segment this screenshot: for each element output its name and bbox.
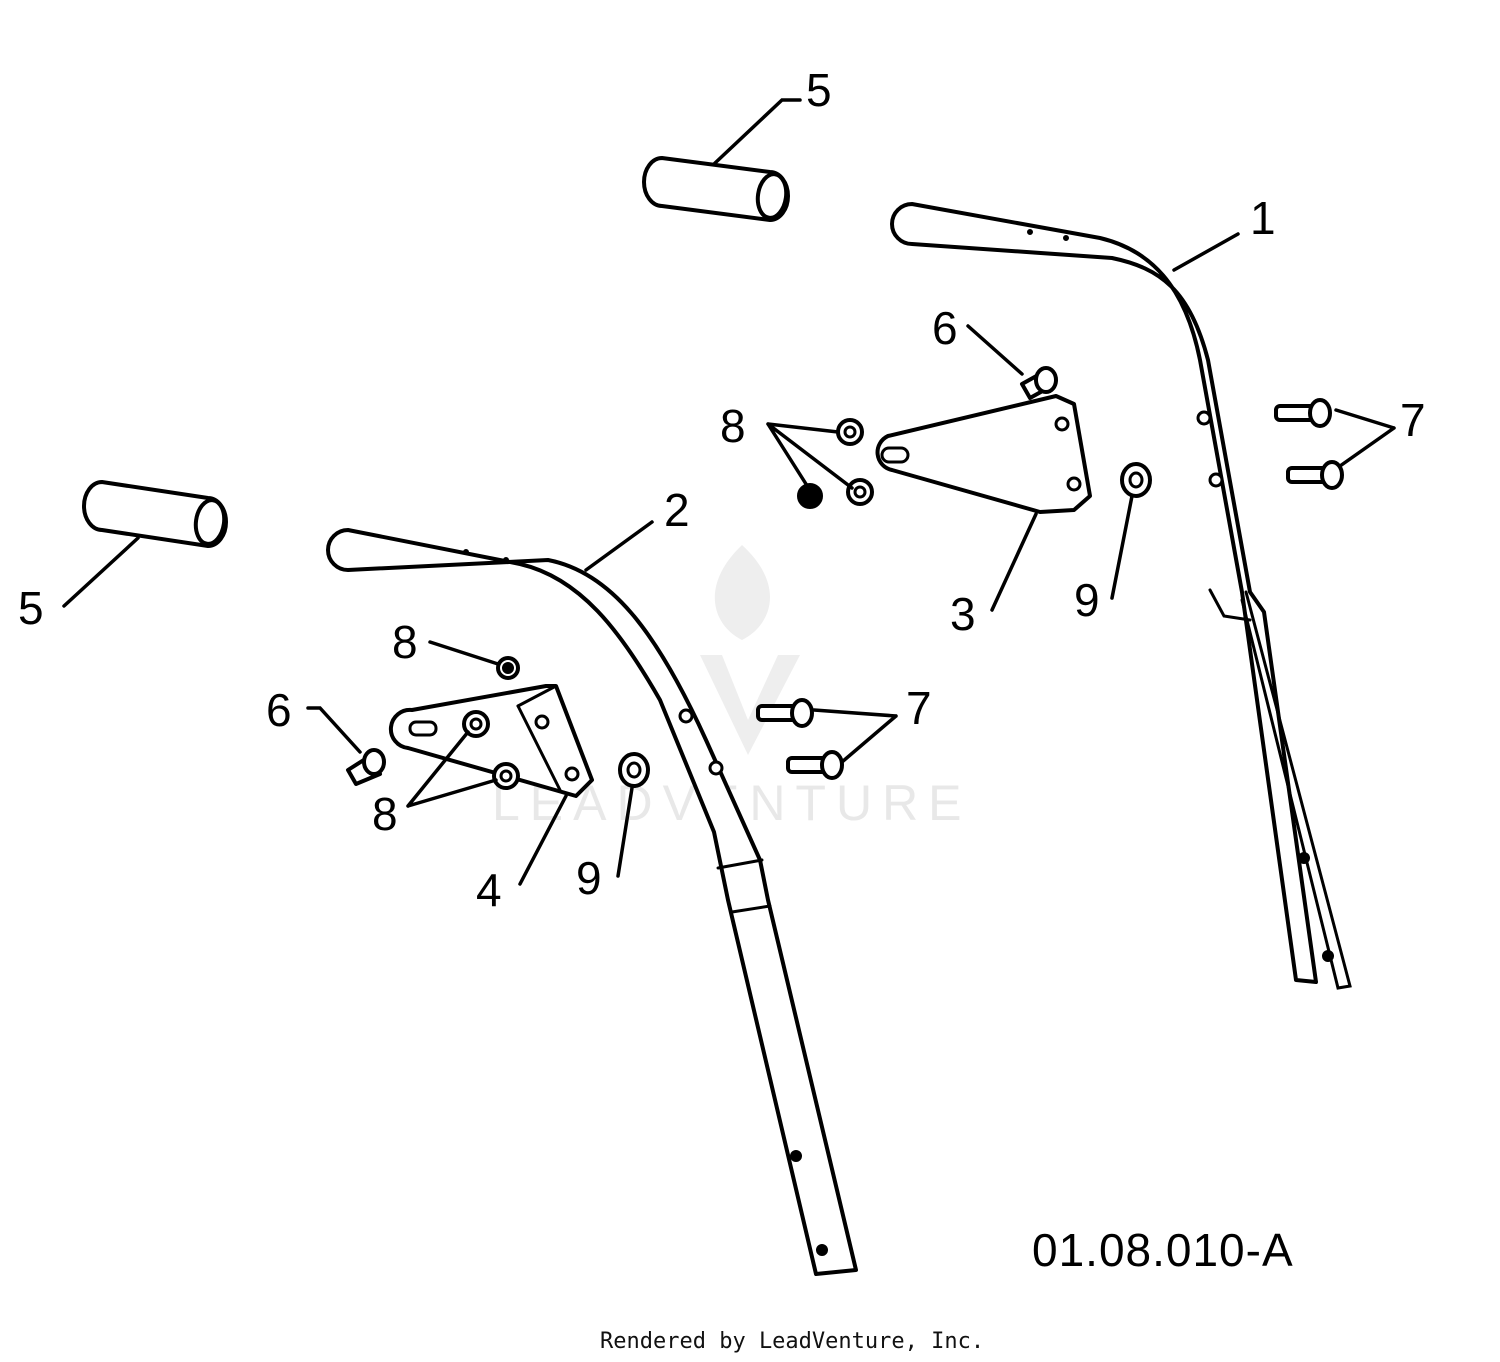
bolt-6-top (1020, 366, 1058, 400)
callout-8-top: 8 (720, 400, 746, 452)
callout-7-mid: 7 (906, 682, 932, 734)
bolt-7-right-b (1286, 460, 1344, 490)
bracket-4 (388, 684, 594, 798)
callout-6-top: 6 (932, 302, 958, 354)
callout-9-left: 9 (576, 852, 602, 904)
footer-credit: Rendered by LeadVenture, Inc. (600, 1329, 984, 1354)
callout-8-left-a: 8 (392, 616, 418, 668)
leader-lines (62, 98, 1396, 886)
bracket-3 (875, 394, 1092, 514)
nut-8-left-a (496, 656, 520, 680)
handle-left (326, 528, 858, 1276)
bolt-6-left (346, 748, 386, 786)
bolt-7-mid-b (786, 750, 844, 780)
callout-5-top: 5 (806, 64, 832, 116)
callout-8-left-b: 8 (372, 788, 398, 840)
callout-1: 1 (1250, 192, 1276, 244)
washer-9-left (618, 752, 650, 788)
watermark-v-icon (700, 655, 800, 755)
bolt-7-mid-a (756, 698, 814, 728)
drawing-id: 01.08.010-A (1032, 1224, 1294, 1276)
callout-5-left: 5 (18, 582, 44, 634)
handle-right (890, 202, 1352, 990)
nut-8-top-b (846, 478, 874, 506)
grip-left (82, 480, 228, 548)
callout-2: 2 (664, 484, 690, 536)
bolt-7-right-a (1274, 398, 1332, 428)
callout-labels: 1 2 3 4 5 5 6 6 7 7 8 8 8 9 9 (18, 64, 1426, 916)
callout-4: 4 (476, 864, 502, 916)
nut-8-top-c (797, 483, 823, 509)
nut-8-left-c (492, 762, 520, 790)
watermark-flame-icon (714, 545, 770, 640)
washer-9-right (1120, 462, 1152, 498)
callout-7-right: 7 (1400, 394, 1426, 446)
nut-8-top-a (836, 418, 864, 446)
callout-6-left: 6 (266, 684, 292, 736)
grip-top (642, 156, 790, 222)
nut-8-left-b (462, 710, 490, 738)
callout-3: 3 (950, 588, 976, 640)
callout-9-right: 9 (1074, 574, 1100, 626)
